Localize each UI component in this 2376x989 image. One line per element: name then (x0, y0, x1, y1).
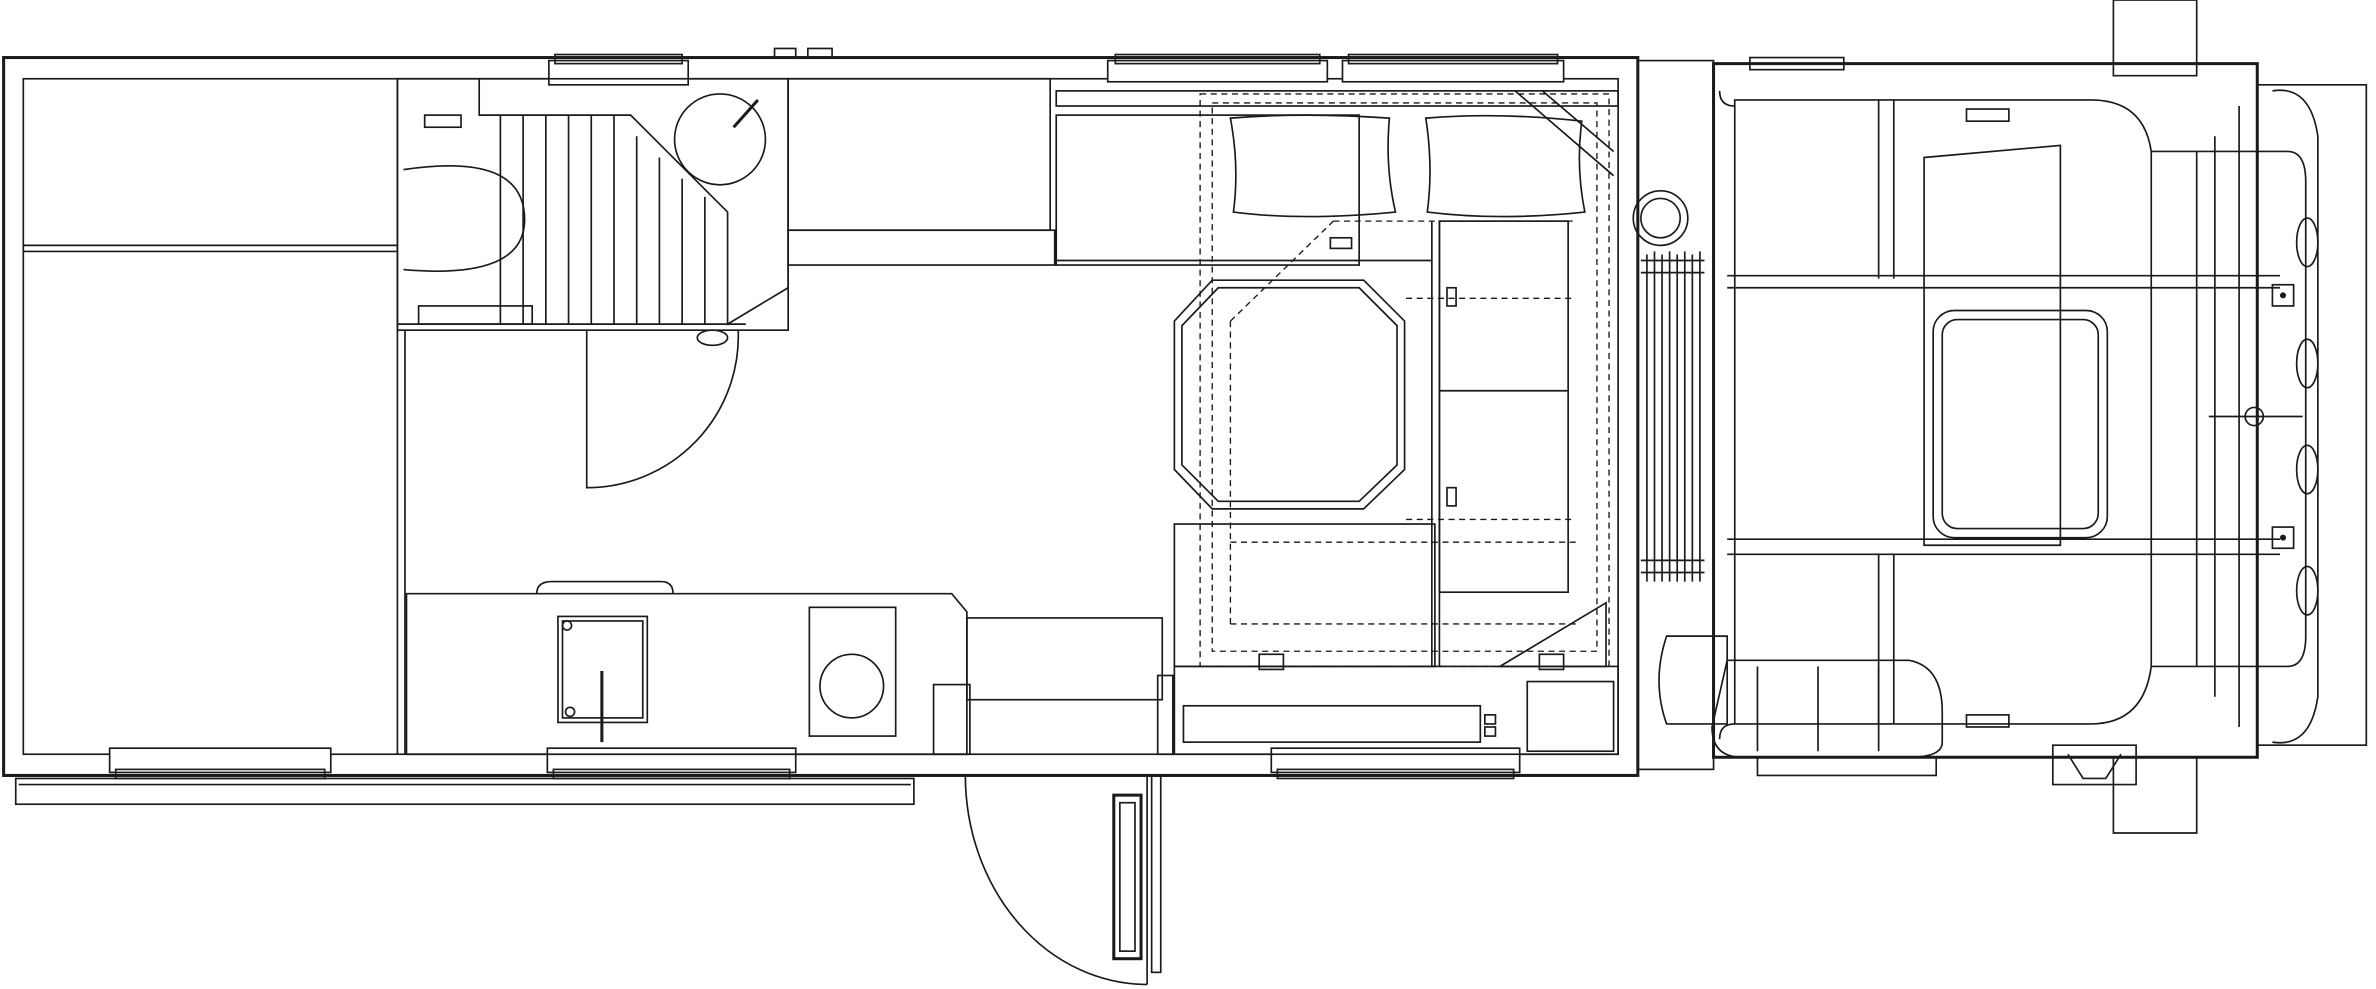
bed (1055, 90, 1619, 668)
seat-icon (1658, 635, 1944, 777)
pillow-icon (1424, 114, 1586, 218)
pass-through-bellows (1632, 59, 1715, 771)
dashboard-vents (2271, 217, 2319, 616)
kitchen-counter (405, 580, 1174, 756)
kitchen-sink-icon (557, 615, 649, 743)
dinette (1173, 90, 1619, 756)
stove-icon (808, 606, 897, 737)
windows-bottom (108, 747, 1521, 780)
rear-storage-room (23, 78, 406, 755)
bathroom (396, 77, 789, 489)
windows-top (548, 47, 1565, 86)
truck-cab (1658, 0, 2368, 834)
steering-wheel-icon (2208, 406, 2303, 427)
shower-icon (499, 115, 706, 325)
toilet-icon (403, 114, 534, 325)
pillow-icon (1229, 114, 1397, 218)
entrance-door (964, 774, 1162, 986)
wardrobe (787, 77, 1056, 266)
sink-icon (673, 93, 767, 186)
bathroom-door-swing (585, 330, 740, 489)
